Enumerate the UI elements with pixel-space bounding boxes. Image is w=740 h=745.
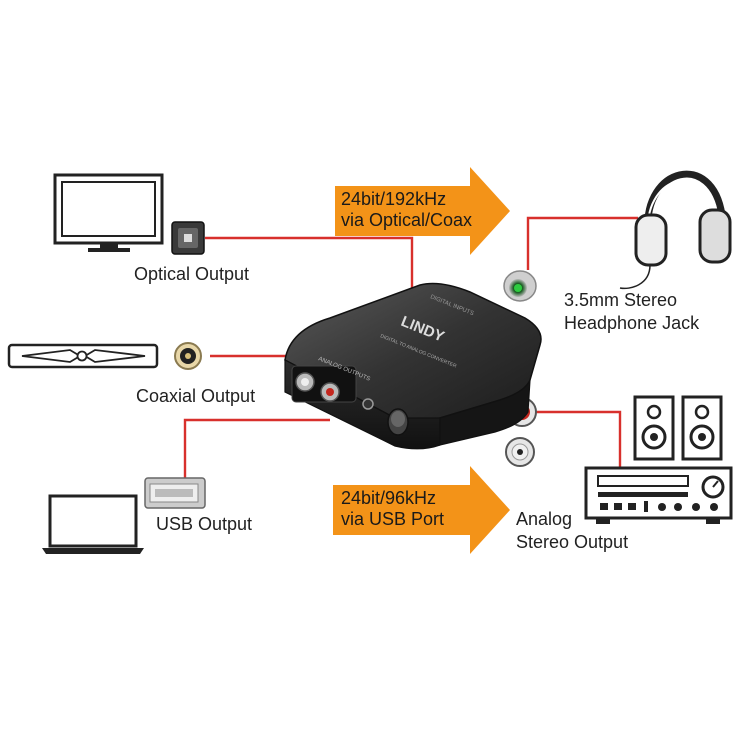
arrow-usb (333, 466, 510, 554)
arrow-optical-line2: via Optical/Coax (341, 210, 473, 230)
label-analog-line2: Stereo Output (516, 532, 629, 552)
soundbar-icon (7, 343, 159, 369)
label-analog-output: Analog Stereo Output (516, 508, 628, 554)
jack-plug-icon (503, 270, 537, 302)
usb-plug-icon (144, 477, 206, 509)
connector-lines (183, 216, 638, 478)
label-headphone-line1: 3.5mm Stereo (564, 290, 678, 310)
usb-line (183, 418, 330, 478)
label-usb-output: USB Output (156, 514, 253, 534)
rca-plug-icon (174, 342, 202, 370)
arrow-usb-line1: 24bit/96kHz (341, 488, 437, 508)
arrow-usb-text: 24bit/96kHz via USB Port (341, 488, 444, 530)
speakers-icon (633, 395, 723, 461)
laptop-icon (42, 494, 144, 554)
optical-plug-icon (171, 221, 205, 255)
headphone-line (526, 216, 638, 270)
arrow-optical-line1: 24bit/192kHz (341, 189, 447, 209)
label-headphone-line2: Headphone Jack (564, 313, 700, 333)
tv-icon (53, 173, 164, 252)
arrow-optical (335, 167, 510, 255)
arrow-optical-text: 24bit/192kHz via Optical/Coax (341, 189, 472, 231)
amplifier-icon (584, 466, 733, 524)
label-analog-line1: Analog (516, 509, 573, 529)
label-headphone-jack: 3.5mm Stereo Headphone Jack (564, 289, 699, 335)
label-optical-output: Optical Output (134, 264, 250, 284)
label-coaxial-output: Coaxial Output (136, 386, 256, 406)
analog-line (535, 410, 622, 468)
optical-line (205, 236, 414, 295)
dac-device (284, 282, 542, 450)
arrow-usb-line2: via USB Port (341, 509, 445, 529)
headphones-icon (619, 170, 732, 290)
